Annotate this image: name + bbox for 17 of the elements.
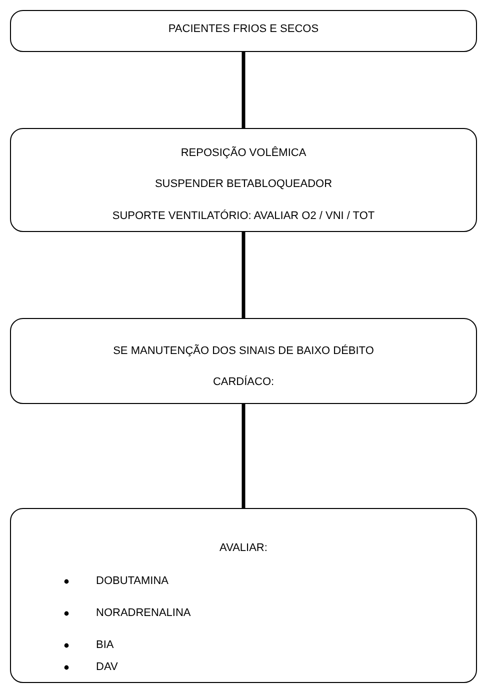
box-text: SE MANUTENÇÃO DOS SINAIS DE BAIXO DÉBITO CARDÍACO:	[112, 343, 375, 390]
box-text: SUSPENDER BETABLOQUEADOR	[154, 178, 332, 191]
process-box	[10, 10, 477, 52]
process-box	[10, 508, 477, 683]
list-item: DAV	[96, 661, 118, 674]
list-item: NORADRENALINA	[96, 607, 191, 620]
box-text: REPOSIÇÃO VOLÊMICA	[180, 147, 306, 160]
list-item: DOBUTAMINA	[96, 575, 169, 588]
connector-line	[242, 404, 246, 508]
box-text: PACIENTES FRIOS E SECOS	[168, 23, 319, 36]
list-heading: AVALIAR:	[220, 542, 268, 555]
connector-line	[242, 52, 246, 128]
box-text: SUPORTE VENTILATÓRIO: AVALIAR O2 / VNI / TOT	[112, 210, 375, 223]
process-box	[10, 318, 477, 404]
list-item: BIA	[96, 639, 114, 652]
process-box	[10, 128, 477, 232]
connector-line	[242, 232, 246, 318]
